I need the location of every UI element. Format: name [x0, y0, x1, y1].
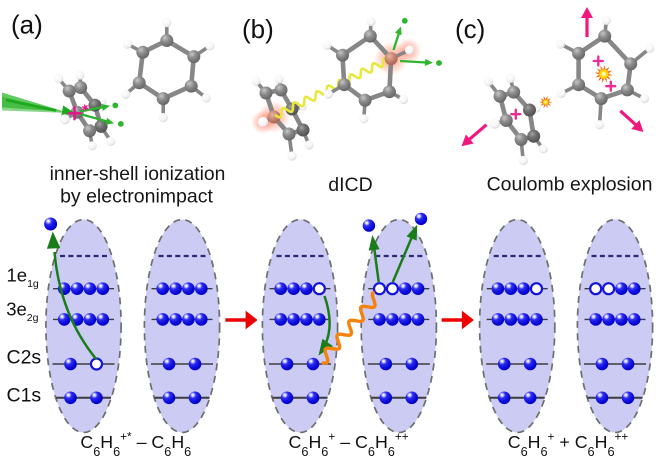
svg-text:by electronimpact: by electronimpact: [60, 186, 213, 208]
svg-text:inner-shell ionization: inner-shell ionization: [50, 164, 226, 185]
svg-text:(c): (c): [455, 14, 485, 44]
svg-text:(b): (b): [242, 14, 274, 44]
svg-text:C2s: C2s: [7, 346, 42, 368]
svg-text:C1s: C1s: [7, 384, 42, 406]
svg-text:(a): (a): [11, 10, 43, 40]
svg-text:dICD: dICD: [328, 174, 372, 196]
svg-text:Coulomb explosion: Coulomb explosion: [487, 173, 653, 195]
